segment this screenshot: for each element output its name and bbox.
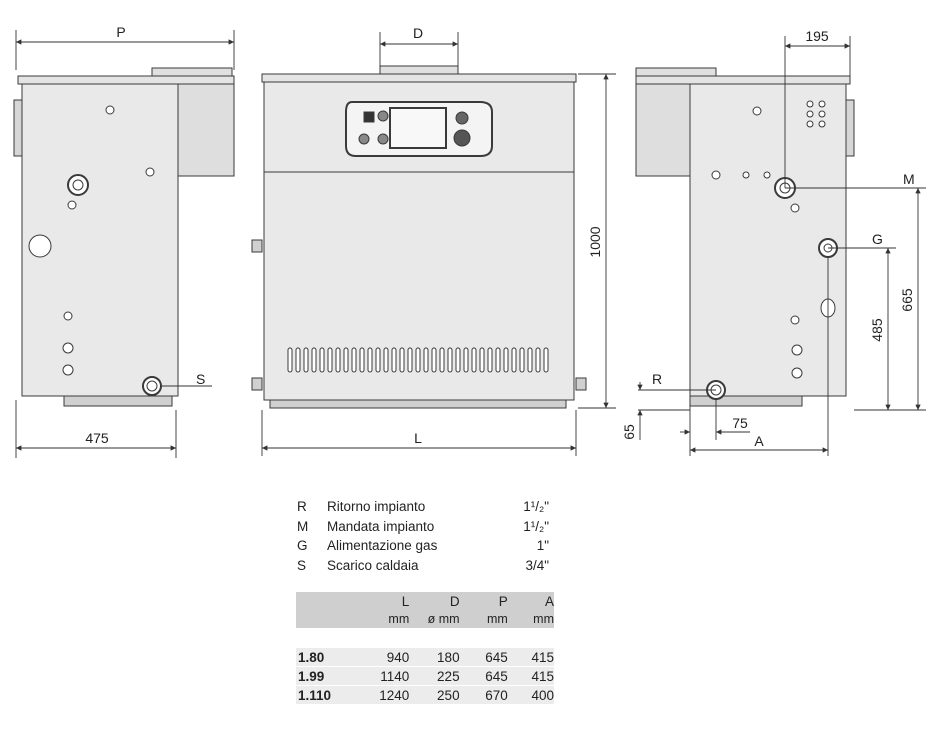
legend-code: G	[297, 538, 308, 553]
dimensions-table: L D P A mm ø mm mm mm 1.80 940 180 645 4…	[296, 592, 554, 705]
legend-size: 3/4"	[525, 557, 549, 573]
legend-desc: Ritorno impianto	[327, 499, 426, 514]
label-D: D	[413, 25, 423, 41]
label-L: L	[414, 430, 422, 446]
table-cell-model: 1.80	[296, 648, 359, 667]
legend-item: G Alimentazione gas 1"	[297, 536, 557, 556]
table-unit: mm	[486, 612, 508, 626]
table-cell-model: 1.99	[296, 666, 359, 686]
label-A: A	[754, 433, 764, 449]
label-P: P	[116, 24, 125, 40]
table-units-row: mm ø mm mm mm	[296, 610, 554, 628]
legend-code: S	[297, 557, 307, 573]
side-view-left	[13, 67, 235, 407]
label-R: R	[652, 371, 662, 387]
table-cell: 645	[459, 648, 508, 667]
label-75: 75	[732, 415, 748, 431]
label-S: S	[196, 371, 205, 387]
table-cell: 250	[409, 685, 460, 705]
table-header: A	[544, 593, 554, 609]
table-cell: 415	[507, 666, 554, 686]
label-G: G	[872, 231, 883, 247]
table-cell: 940	[358, 648, 410, 667]
legend-item: M Mandata impianto 1¹/₂"	[297, 517, 557, 537]
legend-code: R	[297, 499, 307, 514]
legend-desc: Mandata impianto	[327, 518, 435, 534]
table-header: L	[401, 593, 410, 609]
legend-desc: Alimentazione gas	[327, 538, 438, 553]
table-unit: mm	[388, 612, 410, 626]
connection-legend: R Ritorno impianto 1¹/₂" M Mandata impia…	[297, 497, 557, 575]
label-195: 195	[805, 28, 829, 44]
table-unit: mm	[533, 612, 554, 626]
table-cell: 1240	[358, 685, 410, 705]
label-65: 65	[621, 424, 637, 440]
table-cell: 180	[409, 648, 460, 667]
side-view-right	[635, 67, 855, 407]
table-unit: ø mm	[427, 612, 460, 626]
legend-item: S Scarico caldaia 3/4"	[297, 556, 557, 576]
table-cell-model: 1.110	[296, 685, 359, 705]
label-M: M	[903, 171, 915, 187]
table-cell: 1140	[358, 666, 410, 686]
table-row: 1.99 1140 225 645 415	[296, 666, 554, 686]
label-475: 475	[85, 430, 109, 446]
table-row: 1.110 1240 250 670 400	[296, 685, 554, 705]
table-header-row: L D P A	[296, 592, 554, 610]
label-485: 485	[869, 318, 885, 342]
table-cell: 670	[459, 685, 508, 705]
front-vent-grille	[287, 347, 549, 373]
legend-code: M	[297, 518, 309, 534]
table-cell: 400	[507, 685, 554, 705]
legend-desc: Scarico caldaia	[327, 557, 419, 573]
table-cell: 415	[507, 648, 554, 667]
label-1000: 1000	[587, 226, 603, 257]
table-cell: 225	[409, 666, 460, 686]
table-header: P	[498, 593, 508, 609]
dim-lines-right	[637, 36, 926, 456]
legend-size: 1"	[536, 538, 549, 553]
table-header: D	[449, 593, 460, 609]
legend-size: 1¹/₂"	[523, 518, 549, 534]
table-header-model	[296, 592, 359, 610]
table-row: 1.80 940 180 645 415	[296, 648, 554, 667]
label-665: 665	[899, 288, 915, 312]
legend-item: R Ritorno impianto 1¹/₂"	[297, 497, 557, 517]
legend-size: 1¹/₂"	[523, 499, 549, 514]
table-cell: 645	[459, 666, 508, 686]
dim-lines-front	[261, 32, 616, 456]
technical-drawing: P 475 S	[13, 24, 926, 458]
dim-lines-left	[15, 30, 235, 458]
